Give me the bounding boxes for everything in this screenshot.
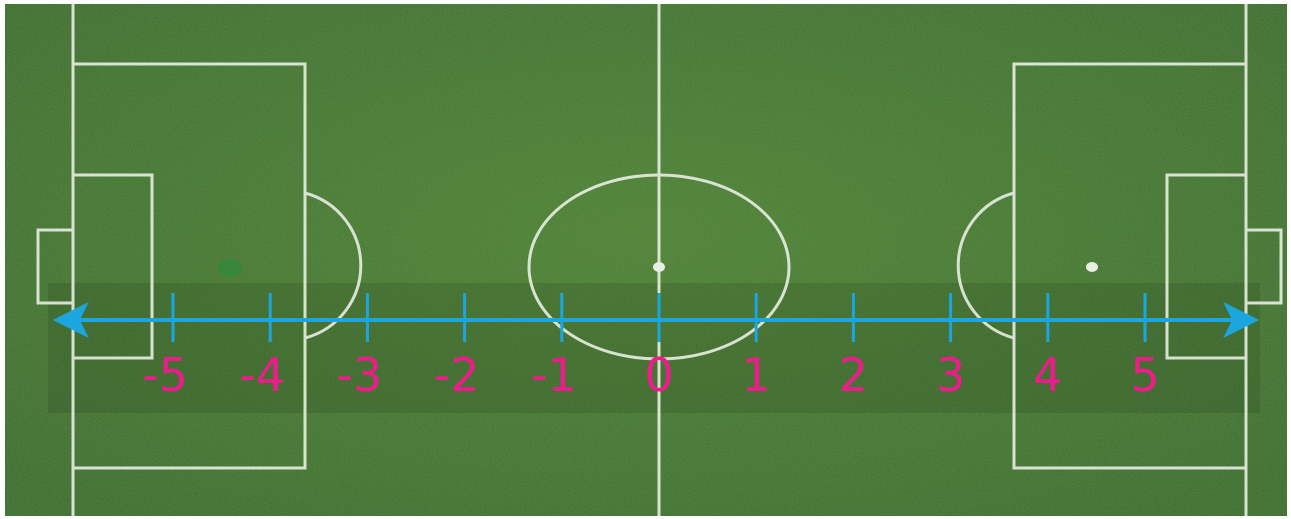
tick-label: 3 [936, 348, 965, 402]
tick-label: -1 [531, 348, 577, 402]
tick-label: 1 [742, 348, 771, 402]
grass-field [5, 4, 1287, 516]
tick-label: -2 [434, 348, 480, 402]
tick-label: -5 [142, 348, 188, 402]
tick-label: 4 [1033, 348, 1062, 402]
tick-label: -4 [239, 348, 285, 402]
center-spot [653, 262, 665, 272]
grass-patch [218, 259, 242, 277]
tick-label: -3 [336, 348, 382, 402]
tick-label: 2 [839, 348, 868, 402]
tick-label: 0 [644, 348, 673, 402]
tick-label: 5 [1130, 348, 1159, 402]
right-penalty-spot [1086, 262, 1098, 272]
